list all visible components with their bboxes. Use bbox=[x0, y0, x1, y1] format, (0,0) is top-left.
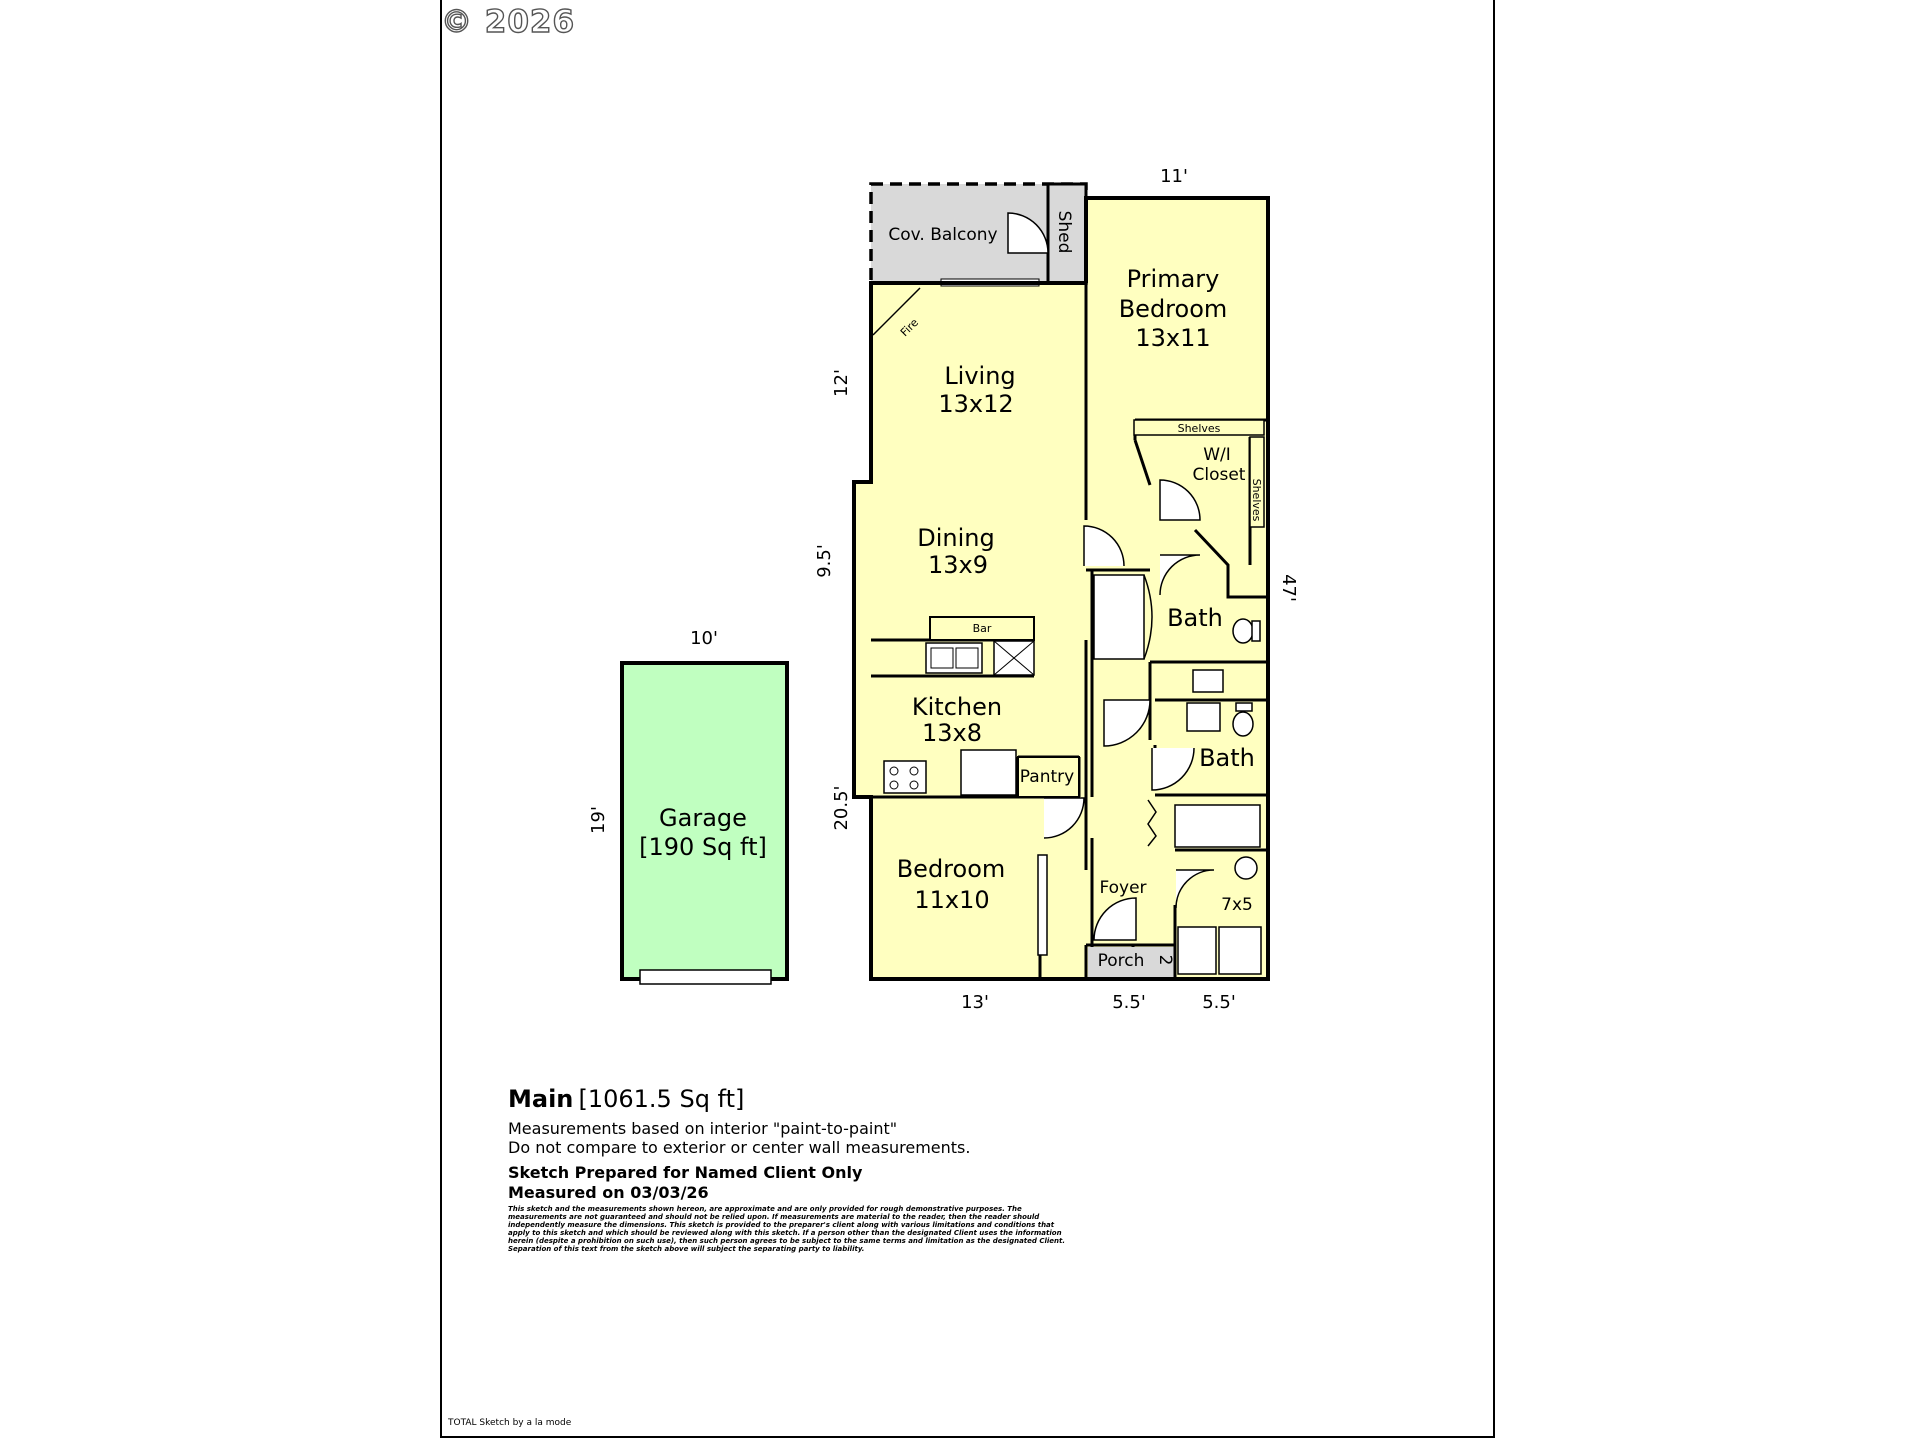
dim-right-side: 47' bbox=[1278, 574, 1299, 602]
door-swings bbox=[1007, 212, 1215, 941]
pantry-label: Pantry bbox=[1020, 767, 1074, 787]
legend-disclaimer: This sketch and the measurements shown h… bbox=[508, 1205, 1066, 1253]
bar-counter bbox=[929, 616, 1035, 641]
bath1-label: Bath bbox=[1167, 604, 1223, 632]
legend: Main [1061.5 Sq ft] Measurements based o… bbox=[508, 1085, 1108, 1253]
dim-living-side: 12' bbox=[831, 369, 852, 397]
legend-heading: Main [1061.5 Sq ft] bbox=[508, 1085, 1108, 1113]
legend-measured: Measured on 03/03/26 bbox=[508, 1183, 709, 1202]
bath2-label: Bath bbox=[1199, 744, 1255, 772]
toilet-2 bbox=[1232, 711, 1254, 737]
bathtub-2 bbox=[1174, 804, 1261, 848]
sink-bowl-2 bbox=[955, 647, 979, 669]
porch-label: Porch bbox=[1098, 951, 1145, 971]
bedroom-size: 11x10 bbox=[914, 886, 989, 914]
legend-area: [1061.5 Sq ft] bbox=[578, 1085, 745, 1113]
wi-closet-label-2: Closet bbox=[1193, 465, 1246, 485]
dim-top: 11' bbox=[1160, 166, 1188, 187]
pantry-box bbox=[1017, 756, 1080, 798]
bar-label: Bar bbox=[973, 622, 992, 635]
garage-label: Garage bbox=[659, 804, 747, 832]
dim-bottom-right: 5.5' bbox=[1202, 992, 1236, 1013]
dim-bottom-mid: 5.5' bbox=[1112, 992, 1146, 1013]
water-heater bbox=[1234, 856, 1258, 880]
dim-garage-length: 19' bbox=[588, 806, 609, 834]
toilet-1 bbox=[1232, 618, 1254, 644]
dim-left-lower: 20.5' bbox=[831, 785, 852, 830]
fridge bbox=[960, 749, 1017, 796]
kitchen-label: Kitchen bbox=[912, 693, 1002, 721]
legend-title: Main bbox=[508, 1085, 574, 1113]
dim-bottom-left: 13' bbox=[961, 992, 989, 1013]
bathtub-1 bbox=[1093, 574, 1145, 660]
dim-dining-side: 9.5' bbox=[814, 544, 835, 578]
shelves-side-label: Shelves bbox=[1250, 479, 1263, 522]
living-label: Living bbox=[944, 362, 1015, 390]
primary-bedroom-label-2: Bedroom bbox=[1119, 295, 1228, 323]
living-size: 13x12 bbox=[938, 390, 1013, 418]
copyright-mark: © 2026 bbox=[440, 3, 576, 40]
dim-garage-width: 10' bbox=[690, 628, 718, 649]
kitchen-size: 13x8 bbox=[922, 719, 982, 747]
legend-prepared: Sketch Prepared for Named Client Only bbox=[508, 1163, 863, 1182]
shelves-top-label: Shelves bbox=[1178, 422, 1221, 435]
porch-area bbox=[1088, 947, 1174, 977]
shed-label: Shed bbox=[1054, 211, 1074, 254]
legend-note-1: Measurements based on interior "paint-to… bbox=[508, 1119, 898, 1138]
garage-area: [190 Sq ft] bbox=[639, 833, 767, 861]
vanity-2 bbox=[1186, 702, 1221, 732]
shelves-side bbox=[1249, 436, 1265, 528]
stove bbox=[883, 760, 927, 794]
sketch-credit: TOTAL Sketch by a la mode bbox=[448, 1418, 572, 1428]
vanity-1 bbox=[1192, 669, 1224, 693]
primary-bedroom-size: 13x11 bbox=[1135, 324, 1210, 352]
washer bbox=[1218, 926, 1262, 975]
dining-label: Dining bbox=[917, 524, 994, 552]
bedroom-label: Bedroom bbox=[897, 855, 1006, 883]
garage-door bbox=[639, 969, 772, 985]
legend-note-2: Do not compare to exterior or center wal… bbox=[508, 1138, 971, 1157]
shelves-top bbox=[1133, 419, 1265, 436]
wi-closet-label-1: W/I bbox=[1203, 445, 1231, 465]
balcony-label: Cov. Balcony bbox=[888, 225, 997, 245]
dining-size: 13x9 bbox=[928, 551, 988, 579]
fireplace bbox=[872, 287, 921, 336]
foyer-label: Foyer bbox=[1099, 878, 1146, 898]
primary-bedroom-label-1: Primary bbox=[1127, 265, 1220, 293]
sink-bowl-1 bbox=[930, 647, 954, 669]
bedroom-closet bbox=[1037, 854, 1048, 956]
dryer bbox=[1177, 926, 1217, 975]
porch-dim: 2 bbox=[1155, 955, 1175, 966]
laundry-size: 7x5 bbox=[1221, 895, 1253, 915]
